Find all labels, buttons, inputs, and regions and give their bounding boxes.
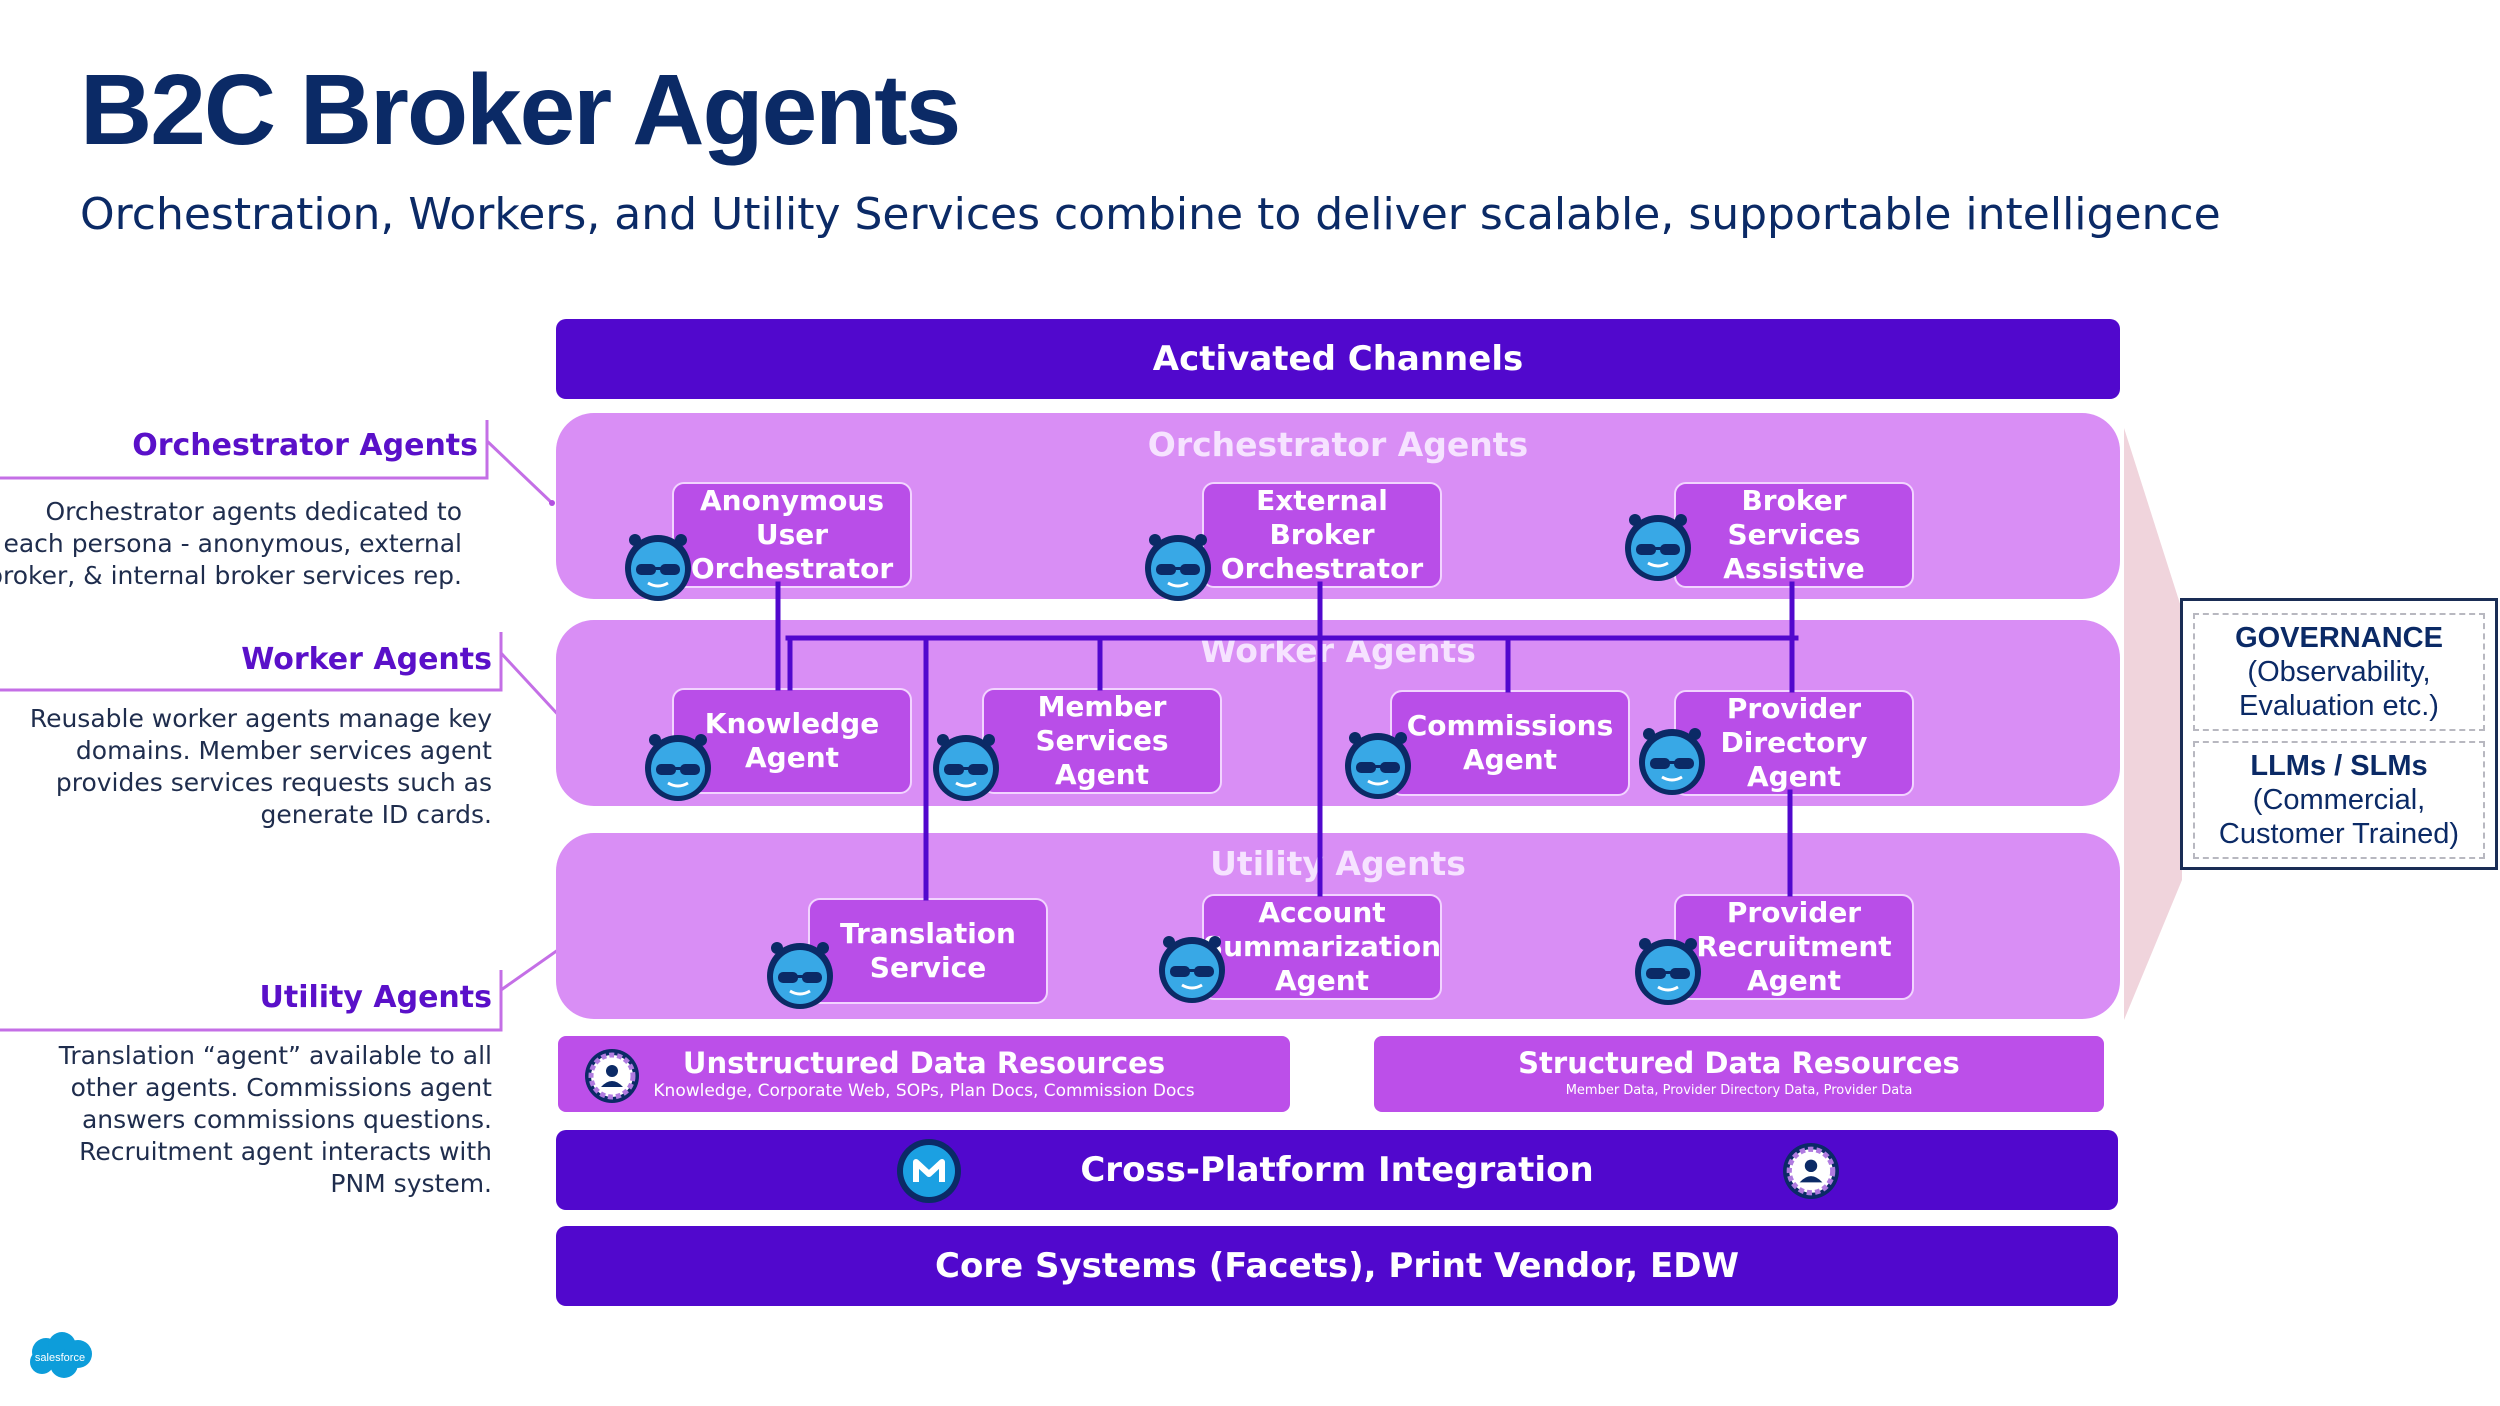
note-utility-text: Translation “agent” available to all oth…	[0, 1040, 492, 1200]
note-line: provides services requests such as	[55, 768, 492, 797]
data-gear-person-icon	[585, 1049, 639, 1103]
agent-robot-icon	[1159, 936, 1225, 1003]
agent-label-line: Knowledge	[704, 707, 880, 740]
agent-robot-icon	[1345, 732, 1411, 799]
unstructured-data-sub: Knowledge, Corporate Web, SOPs, Plan Doc…	[653, 1081, 1195, 1101]
agent-robot-icon	[1639, 728, 1705, 795]
governance-item: GOVERNANCE (Observability, Evaluation et…	[2193, 613, 2485, 731]
core-systems-bar: Core Systems (Facets), Print Vendor, EDW	[556, 1226, 2118, 1306]
note-line: Orchestrator agents dedicated to	[45, 497, 462, 526]
note-line: Reusable worker agents manage key	[29, 704, 492, 733]
agent-label-line: Service	[869, 951, 987, 984]
agent-robot-icon	[767, 942, 833, 1009]
agent-label-line: User	[755, 518, 829, 551]
agent-knowledge[interactable]: Knowledge Agent	[672, 688, 912, 794]
note-orchestrator-text: Orchestrator agents dedicated to each pe…	[0, 496, 462, 592]
note-worker-title: Worker Agents	[241, 642, 492, 677]
agent-label-line: Assistive Agent	[1723, 552, 1865, 585]
note-orchestrator-title: Orchestrator Agents	[132, 428, 478, 463]
governance-panel: GOVERNANCE (Observability, Evaluation et…	[2180, 598, 2498, 870]
agent-label-line: Summarization	[1202, 930, 1442, 963]
agent-commissions[interactable]: Commissions Agent	[1390, 690, 1630, 796]
agent-robot-icon	[1145, 534, 1211, 601]
note-line: generate ID cards.	[260, 800, 492, 829]
llms-line: (Commercial,	[2252, 784, 2426, 816]
note-line: Translation “agent” available to all	[58, 1041, 492, 1070]
agent-label-line: Agent	[1274, 964, 1370, 997]
agent-internal-broker-services[interactable]: Internal Broker Services Assistive Agent	[1674, 482, 1914, 588]
agent-label-line: Account	[1258, 896, 1386, 929]
agent-translation-service[interactable]: Translation Service	[808, 898, 1048, 1004]
agent-robot-icon	[933, 734, 999, 801]
agent-label-line: Agent	[1746, 964, 1842, 997]
governance-line: Evaluation etc.)	[2239, 690, 2439, 722]
note-line: domains. Member services agent	[75, 736, 492, 765]
activated-channels-bar: Activated Channels	[556, 319, 2120, 399]
note-utility-title: Utility Agents	[259, 980, 493, 1015]
page-title: B2C Broker Agents	[80, 54, 961, 166]
agent-provider-recruitment[interactable]: Provider Recruitment Agent	[1674, 894, 1914, 1000]
agent-label-line: Services Agent	[1035, 724, 1169, 791]
note-line: each persona - anonymous, external	[3, 529, 462, 558]
note-line: PNM system.	[330, 1169, 492, 1198]
structured-data-resources[interactable]: Structured Data Resources Member Data, P…	[1374, 1036, 2104, 1112]
agent-label-line: Agent	[1462, 743, 1558, 776]
agent-label-line: Member	[1037, 690, 1167, 723]
agent-label-line: External Broker	[1256, 484, 1388, 551]
agent-label-line: Agent	[744, 741, 840, 774]
cross-platform-integration-bar: Cross-Platform Integration	[556, 1130, 2118, 1210]
agent-account-summarization[interactable]: Account Summarization Agent	[1202, 894, 1442, 1000]
page-subtitle: Orchestration, Workers, and Utility Serv…	[80, 189, 2221, 240]
agent-label-line: Directory Agent	[1720, 726, 1868, 793]
governance-line: (Observability,	[2247, 656, 2431, 688]
agent-robot-icon	[625, 534, 691, 601]
agent-label-line: Services	[1727, 518, 1861, 551]
note-line: answers commissions questions.	[81, 1105, 492, 1134]
agent-robot-icon	[645, 734, 711, 801]
llms-item: LLMs / SLMs (Commercial, Customer Traine…	[2193, 741, 2485, 859]
llms-line: Customer Trained)	[2218, 818, 2460, 850]
governance-wedge	[2124, 428, 2182, 1020]
salesforce-logo-text: salesforce	[35, 1352, 85, 1364]
utility-layer-title: Utility Agents	[1210, 844, 1466, 883]
structured-data-title: Structured Data Resources	[1518, 1046, 1960, 1080]
governance-title: GOVERNANCE	[2235, 622, 2443, 654]
agent-label-line: Orchestrator	[1220, 552, 1424, 585]
agent-label-line: Provider	[1726, 692, 1862, 725]
agent-label-line: Orchestrator	[690, 552, 894, 585]
llms-title: LLMs / SLMs	[2250, 750, 2428, 782]
agent-label-line: Internal Broker	[1741, 484, 1847, 517]
agent-anonymous-user-orchestrator[interactable]: Anonymous User Orchestrator	[672, 482, 912, 588]
agent-provider-directory[interactable]: Provider Directory Agent	[1674, 690, 1914, 796]
note-line: other agents. Commissions agent	[70, 1073, 492, 1102]
mulesoft-logo-icon	[897, 1139, 961, 1203]
data-gear-person-icon	[1783, 1143, 1839, 1199]
unstructured-data-resources[interactable]: Unstructured Data Resources Knowledge, C…	[558, 1036, 1290, 1112]
note-line: Recruitment agent interacts with	[79, 1137, 492, 1166]
unstructured-data-title: Unstructured Data Resources	[682, 1046, 1166, 1080]
agent-label-line: Translation	[840, 917, 1016, 950]
agent-external-broker-orchestrator[interactable]: External Broker Orchestrator	[1202, 482, 1442, 588]
orchestrator-layer-title: Orchestrator Agents	[1147, 425, 1529, 464]
agent-label-line: Anonymous	[699, 484, 885, 517]
agent-robot-icon	[1625, 514, 1691, 581]
salesforce-cloud-logo: salesforce	[30, 1332, 92, 1378]
agent-label-line: Recruitment	[1696, 930, 1892, 963]
note-worker-text: Reusable worker agents manage key domain…	[0, 703, 492, 831]
agent-label-line: Commissions	[1406, 709, 1614, 742]
agent-robot-icon	[1635, 938, 1701, 1005]
agent-label-line: Provider	[1726, 896, 1862, 929]
note-line: broker, & internal broker services rep.	[0, 561, 462, 590]
structured-data-sub: Member Data, Provider Directory Data, Pr…	[1565, 1083, 1913, 1098]
